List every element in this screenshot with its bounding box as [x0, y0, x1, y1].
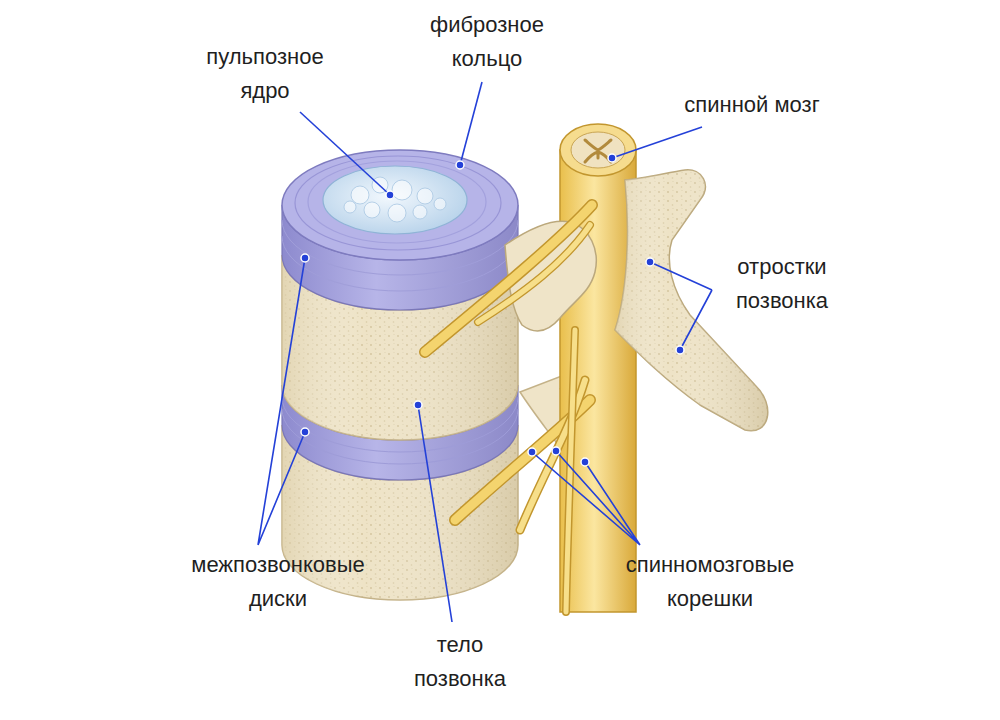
leader-line — [612, 127, 702, 158]
leader-line — [300, 112, 390, 195]
part-label: спинномозговые корешки — [595, 548, 825, 616]
part-label: тело позвонка — [390, 628, 530, 696]
leader-dots — [301, 154, 684, 466]
leader-line — [532, 451, 640, 545]
nucleus-pulposus — [323, 166, 467, 234]
part-label: спинной мозг — [682, 88, 822, 122]
annulus-fibrosus — [282, 150, 518, 260]
nerve-roots — [425, 205, 592, 612]
part-label: межпозвонковые диски — [163, 548, 393, 616]
nucleus-texture — [344, 177, 446, 222]
spinal-cord-section — [560, 124, 636, 176]
part-label: пульпозное ядро — [180, 40, 350, 108]
leader-line — [460, 82, 482, 165]
spinal-cord-inner — [571, 132, 625, 168]
leader-line — [650, 262, 712, 350]
part-label: отростки позвонка — [707, 250, 857, 318]
grey-matter — [585, 140, 611, 162]
leader-line — [258, 258, 305, 545]
part-label: фиброзное кольцо — [402, 8, 572, 76]
leader-line — [418, 405, 452, 622]
annulus-ring — [308, 161, 486, 243]
leader-lines — [258, 82, 712, 622]
annulus-ring — [295, 156, 501, 250]
